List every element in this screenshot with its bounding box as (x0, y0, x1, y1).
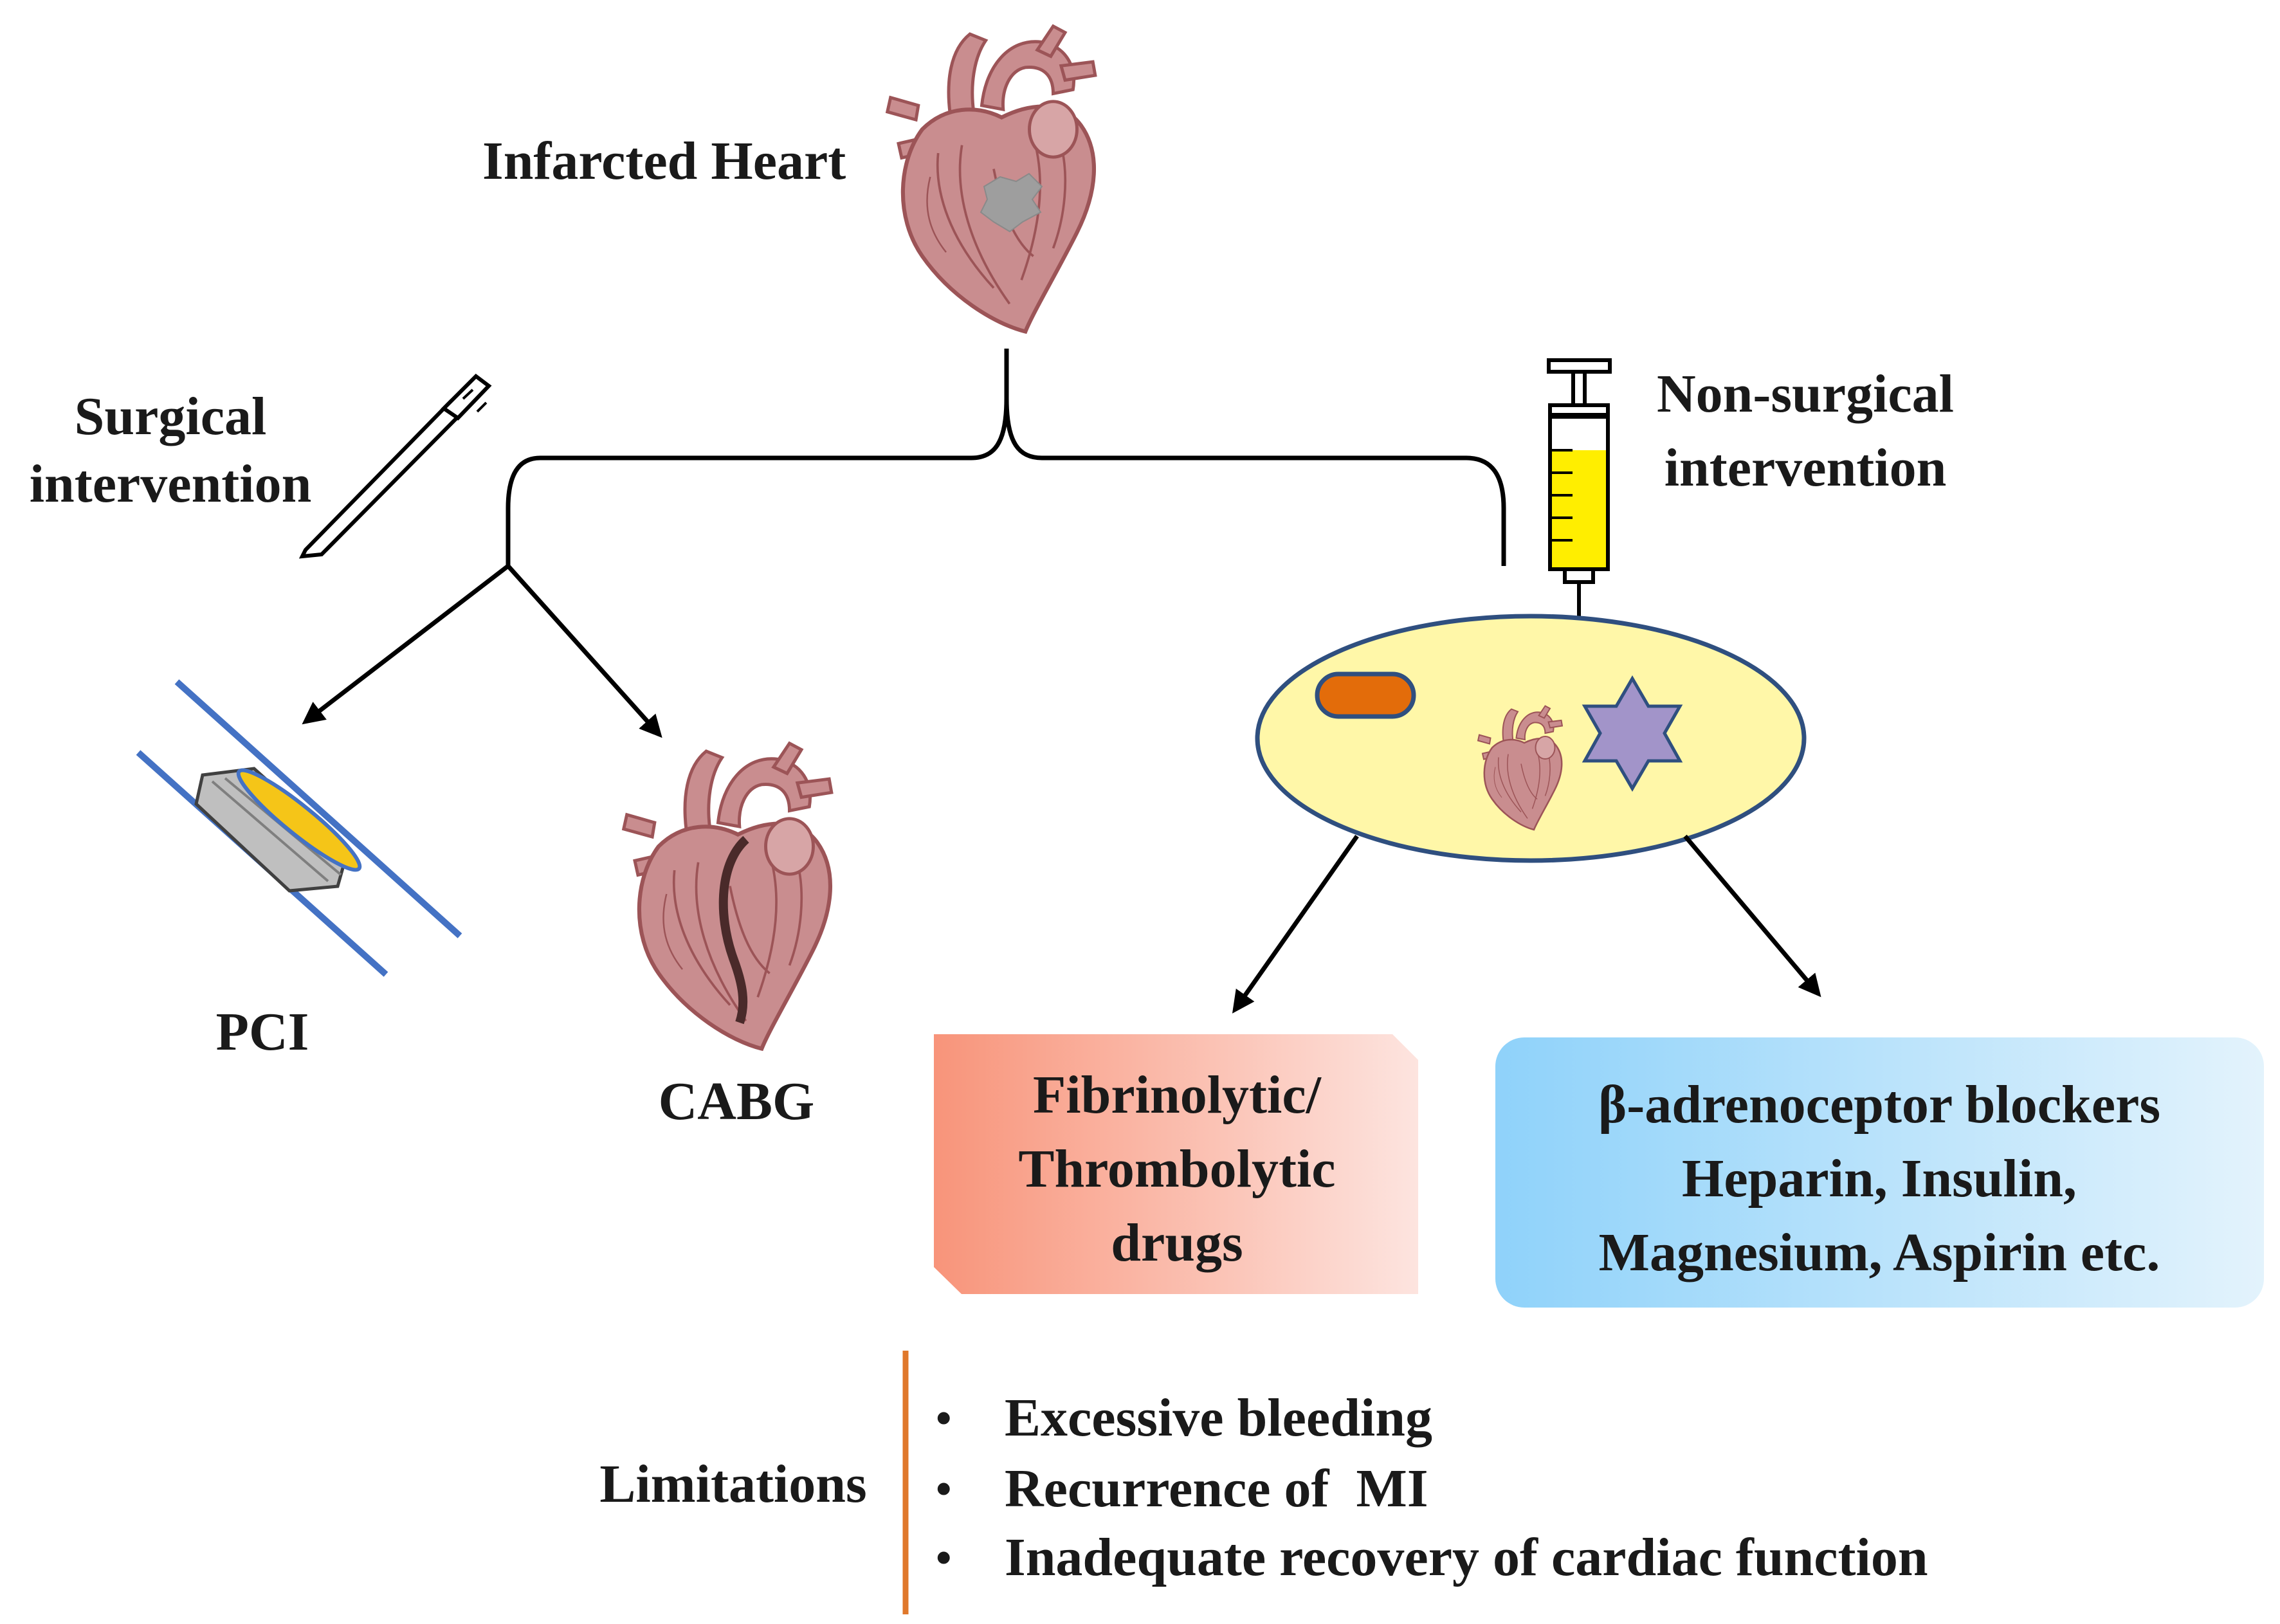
fibrinolytic-line-1: Fibrinolytic/ (1033, 1065, 1322, 1125)
arrow-to-drugs (1683, 834, 1821, 998)
fibrinolytic-line-3: drugs (1111, 1213, 1243, 1273)
star-icon (1582, 675, 1683, 792)
infarcted-heart-illustration (888, 26, 1095, 332)
drugs-box: β-adrenoceptor blockers Heparin, Insulin… (1495, 1037, 2264, 1308)
branch-brace (506, 349, 1506, 566)
drugs-line-2: Heparin, Insulin, (1682, 1149, 2077, 1209)
limitations-title: Limitations (599, 1454, 866, 1514)
limitations-bullet-3: • (936, 1533, 952, 1583)
infarcted-heart-label: Infarcted Heart (482, 131, 846, 191)
limitations-bullet-2: • (936, 1464, 952, 1514)
drug-delivery-oval (1255, 614, 1807, 863)
pill-icon (1315, 671, 1416, 719)
pci-stent-illustration (136, 679, 462, 977)
pci-label: PCI (216, 1002, 309, 1062)
drugs-line-1: β-adrenoceptor blockers (1598, 1075, 2160, 1135)
cabg-label: CABG (659, 1072, 815, 1131)
arrow-to-pci (302, 564, 510, 725)
scalpel-icon (298, 374, 492, 559)
limitations-item-3: Inadequate recovery of cardiac function (1005, 1528, 1928, 1587)
syringe-icon (1547, 358, 1612, 617)
surgical-label-line1: Surgical (75, 387, 267, 446)
fibrinolytic-box: Fibrinolytic/ Thrombolytic drugs (934, 1034, 1418, 1294)
bypass-graft (718, 835, 749, 1025)
arrow-to-fibrinolytic (1232, 834, 1359, 1014)
surgical-label-line2: intervention (30, 454, 312, 514)
limitations-item-1: Excessive bleeding (1005, 1388, 1432, 1448)
limitations-bullet-1: • (936, 1394, 952, 1443)
nonsurgical-label-line2: intervention (1664, 438, 1947, 498)
infarct-patch (980, 172, 1043, 233)
cabg-heart-illustration (624, 744, 832, 1049)
arrow-to-cabg (506, 564, 662, 738)
nonsurgical-label-line1: Non-surgical (1657, 364, 1954, 424)
drugs-line-3: Magnesium, Aspirin etc. (1599, 1223, 2160, 1282)
fibrinolytic-line-2: Thrombolytic (1018, 1139, 1335, 1199)
limitations-item-2: Recurrence of MI (1005, 1459, 1428, 1519)
